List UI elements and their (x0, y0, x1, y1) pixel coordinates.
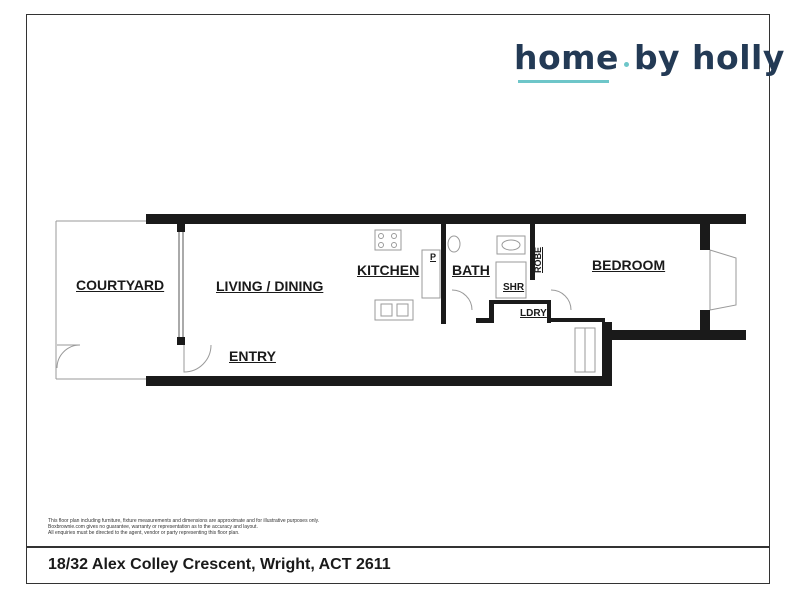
page-frame (26, 14, 770, 584)
brand-logo: home by holly (514, 38, 785, 77)
disclaimer-line-2: Boxbrownie.com gives no guarantee, warra… (48, 524, 258, 530)
bedroom-fixtures (550, 249, 737, 373)
bath-fixtures (447, 235, 527, 311)
room-label-courtyard: COURTYARD (76, 277, 165, 293)
room-label-shower: SHR (503, 282, 525, 293)
kitchen-fixtures (374, 229, 441, 321)
room-label-living-dining: LIVING / DINING (216, 278, 324, 294)
room-label-entry: ENTRY (229, 348, 276, 364)
disclaimer: This floor plan including furniture, fix… (48, 518, 508, 536)
disclaimer-line-3: All enquiries must be directed to the ag… (48, 530, 240, 536)
brand-name-part1: home (514, 38, 619, 77)
room-label-bath: BATH (452, 262, 490, 278)
disclaimer-line-1: This floor plan including furniture, fix… (48, 518, 320, 524)
footer-divider (26, 546, 770, 548)
brand-underline (518, 80, 609, 83)
exterior-walls (146, 214, 746, 386)
room-label-kitchen: KITCHEN (357, 262, 420, 278)
interior-walls (441, 224, 605, 324)
property-address: 18/32 Alex Colley Crescent, Wright, ACT … (48, 556, 391, 573)
brand-dot-icon (623, 62, 629, 67)
room-label-laundry: LDRY (520, 308, 547, 319)
room-label-bedroom: BEDROOM (592, 257, 666, 273)
room-label-robe: ROBE (533, 246, 543, 273)
courtyard-glazing (178, 232, 212, 373)
brand-name-part2: by holly (633, 38, 785, 77)
courtyard-area (55, 220, 146, 380)
room-label-pantry: P (430, 252, 437, 262)
